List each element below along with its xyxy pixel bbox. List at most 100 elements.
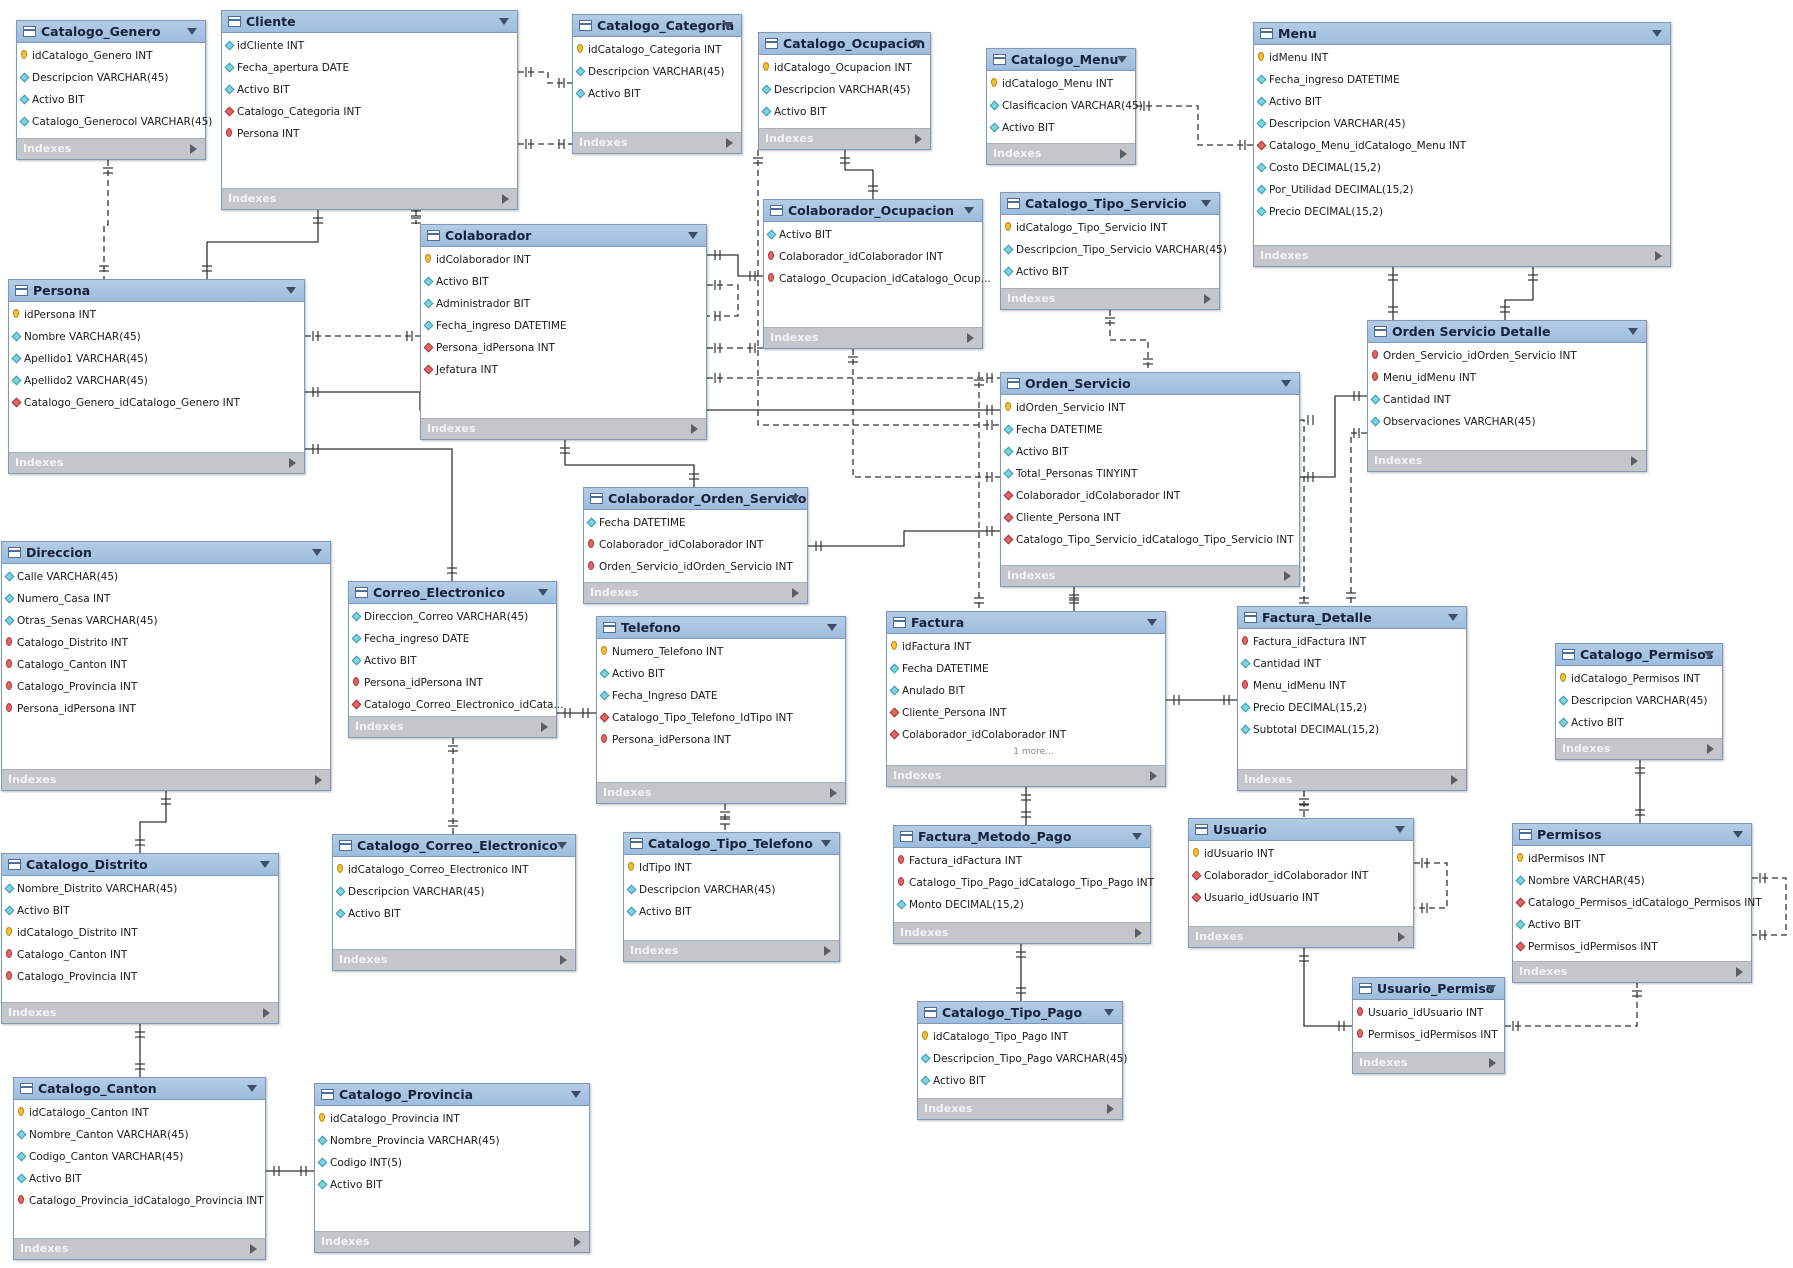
column-row[interactable]: Activo BIT [573, 83, 741, 105]
relationship-line[interactable] [757, 150, 1000, 426]
column-row[interactable]: Catalogo_Genero_idCatalogo_Genero INT [9, 392, 304, 414]
column-row[interactable]: Activo BIT [1556, 712, 1722, 734]
column-row[interactable]: Descripcion VARCHAR(45) [1254, 113, 1670, 135]
column-row[interactable]: Descripcion VARCHAR(45) [573, 61, 741, 83]
table-header[interactable]: Colaborador [421, 225, 706, 247]
indexes-footer[interactable]: Indexes [894, 922, 1150, 943]
column-row[interactable]: idUsuario INT [1189, 843, 1413, 865]
relationship-line[interactable] [1109, 310, 1149, 372]
indexes-footer[interactable]: Indexes [887, 765, 1165, 786]
relationship-line[interactable] [518, 71, 572, 84]
expand-arrow-icon[interactable] [289, 458, 296, 468]
indexes-footer[interactable]: Indexes [764, 327, 982, 348]
expand-arrow-icon[interactable] [502, 194, 509, 204]
column-row[interactable]: Factura_idFactura INT [894, 850, 1150, 872]
indexes-footer[interactable]: Indexes [1238, 769, 1466, 790]
expand-arrow-icon[interactable] [1631, 456, 1638, 466]
column-row[interactable]: idCatalogo_Menu INT [987, 73, 1135, 95]
table-header[interactable]: Catalogo_Distrito [2, 854, 278, 876]
expand-arrow-icon[interactable] [1451, 775, 1458, 785]
column-row[interactable]: Clasificacion VARCHAR(45) [987, 95, 1143, 117]
column-row[interactable]: Activo BIT [987, 117, 1135, 139]
column-row[interactable]: Fecha_Ingreso DATE [597, 685, 845, 707]
collapse-arrow-icon[interactable] [499, 18, 509, 25]
expand-arrow-icon[interactable] [190, 144, 197, 154]
indexes-footer[interactable]: Indexes [315, 1231, 589, 1252]
column-row[interactable]: Numero_Telefono INT [597, 641, 845, 663]
column-row[interactable]: Activo BIT [421, 271, 706, 293]
column-row[interactable]: Precio DECIMAL(15,2) [1254, 201, 1670, 223]
column-row[interactable]: Activo BIT [333, 903, 575, 925]
column-row[interactable]: Activo BIT [764, 224, 982, 246]
expand-arrow-icon[interactable] [1135, 928, 1142, 938]
column-row[interactable]: Monto DECIMAL(15,2) [894, 894, 1150, 916]
column-row[interactable]: Apellido1 VARCHAR(45) [9, 348, 304, 370]
table-header[interactable]: Catalogo_Tipo_Telefono [624, 833, 839, 855]
collapse-arrow-icon[interactable] [1448, 614, 1458, 621]
relationship-line[interactable] [206, 210, 319, 279]
table-header[interactable]: Correo_Electronico [349, 582, 556, 604]
table-header[interactable]: Factura [887, 612, 1165, 634]
indexes-footer[interactable]: Indexes [759, 128, 930, 149]
collapse-arrow-icon[interactable] [260, 861, 270, 868]
column-row[interactable]: Subtotal DECIMAL(15,2) [1238, 719, 1466, 741]
collapse-arrow-icon[interactable] [723, 22, 733, 29]
table-header[interactable]: Orden_Servicio [1001, 373, 1299, 395]
column-row[interactable]: Menu_idMenu INT [1368, 367, 1646, 389]
column-row[interactable]: Total_Personas TINYINT [1001, 463, 1299, 485]
column-row[interactable]: Direccion_Correo VARCHAR(45) [349, 606, 556, 628]
indexes-footer[interactable]: Indexes [1189, 926, 1413, 947]
column-row[interactable]: Activo BIT [222, 79, 517, 101]
indexes-footer[interactable]: Indexes [349, 716, 556, 737]
expand-arrow-icon[interactable] [1107, 1104, 1114, 1114]
collapse-arrow-icon[interactable] [1132, 833, 1142, 840]
column-row[interactable]: Cantidad INT [1368, 389, 1646, 411]
column-row[interactable]: Cantidad INT [1238, 653, 1466, 675]
column-row[interactable]: Colaborador_idColaborador INT [887, 724, 1165, 746]
column-row[interactable]: Jefatura INT [421, 359, 706, 381]
table-header[interactable]: Cliente [222, 11, 517, 33]
column-row[interactable]: Activo BIT [759, 101, 930, 123]
column-row[interactable]: Orden_Servicio_idOrden_Servicio INT [584, 556, 807, 578]
column-row[interactable]: Colaborador_idColaborador INT [1001, 485, 1299, 507]
expand-arrow-icon[interactable] [792, 588, 799, 598]
expand-arrow-icon[interactable] [1736, 967, 1743, 977]
table-header[interactable]: Catalogo_Categoria [573, 15, 741, 37]
relationship-line[interactable] [103, 160, 109, 279]
column-row[interactable]: Nombre VARCHAR(45) [1513, 870, 1751, 892]
column-row[interactable]: Persona_idPersona INT [421, 337, 706, 359]
column-row[interactable]: Nombre_Provincia VARCHAR(45) [315, 1130, 589, 1152]
relationship-line[interactable] [305, 448, 453, 581]
indexes-footer[interactable]: Indexes [597, 782, 845, 803]
column-row[interactable]: Fecha DATETIME [887, 658, 1165, 680]
column-row[interactable]: Fecha_ingreso DATETIME [421, 315, 706, 337]
column-row[interactable]: Calle VARCHAR(45) [2, 566, 330, 588]
collapse-arrow-icon[interactable] [312, 549, 322, 556]
table-header[interactable]: Permisos [1513, 824, 1751, 846]
column-row[interactable]: idCatalogo_Ocupacion INT [759, 57, 930, 79]
relationship-line[interactable] [707, 284, 739, 317]
expand-arrow-icon[interactable] [250, 1244, 257, 1254]
column-row[interactable]: Fecha_ingreso DATE [349, 628, 556, 650]
expand-arrow-icon[interactable] [915, 134, 922, 144]
column-row[interactable]: Codigo_Canton VARCHAR(45) [14, 1146, 265, 1168]
indexes-footer[interactable]: Indexes [584, 582, 807, 603]
relationship-line[interactable] [1752, 877, 1787, 936]
column-row[interactable]: idCatalogo_Categoria INT [573, 39, 741, 61]
indexes-footer[interactable]: Indexes [573, 132, 741, 153]
